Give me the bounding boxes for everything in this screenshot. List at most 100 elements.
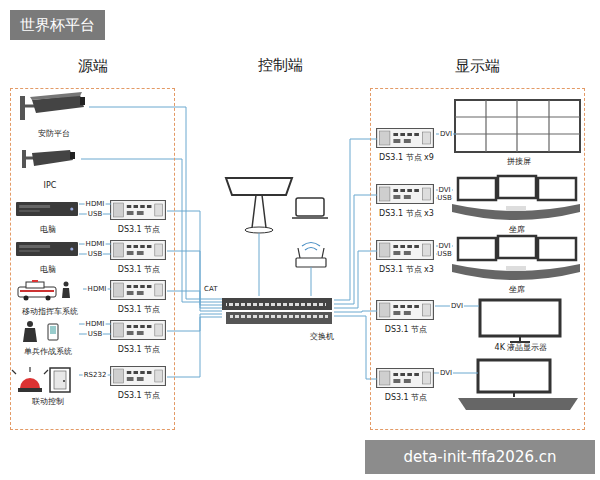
device-node: IPC	[19, 149, 81, 191]
ds-node-icon	[111, 241, 166, 260]
device-node: 单兵作战系统	[17, 321, 79, 357]
illustration-part	[54, 371, 66, 389]
ds-node-icon	[377, 185, 434, 204]
ipc-camera	[22, 150, 75, 168]
tablet-icon	[292, 198, 328, 218]
lcd-monitor	[480, 300, 560, 342]
port-label: HDMI	[85, 320, 106, 328]
illustration-part	[20, 290, 54, 292]
node-label: 4K 液晶显示器	[495, 343, 548, 353]
illustration-part	[452, 204, 580, 220]
port-label: HDMI	[85, 200, 106, 208]
device-node: DS3.1 节点	[111, 281, 167, 315]
node-label: DS3.1 节点 x9	[379, 153, 434, 163]
device-node: 4K 液晶显示器	[479, 299, 563, 353]
cable-connector	[167, 291, 222, 311]
node-label: DS3.1 节点 x3	[379, 265, 434, 275]
device-node: 电脑	[17, 241, 79, 275]
illustration-part	[230, 312, 328, 324]
node-label: DS3.1 节点	[118, 345, 161, 355]
node-label: 电脑	[40, 265, 56, 275]
illustration-part	[48, 324, 58, 340]
port-label: USB	[87, 210, 103, 218]
device-node: DS3.1 节点	[111, 367, 167, 401]
port-label: DVI	[450, 302, 464, 310]
illustration-part	[64, 282, 69, 287]
port-label: USB	[87, 330, 103, 338]
illustration-part	[22, 150, 26, 168]
node-label: 单兵作战系统	[24, 347, 72, 357]
control-wire	[259, 233, 311, 296]
node-label: 交换机	[310, 332, 334, 342]
device-node: 交换机	[222, 296, 334, 342]
router-icon	[296, 243, 326, 268]
port-label: DVI	[437, 186, 451, 194]
illustration-part	[30, 92, 82, 100]
port-label: DVI	[437, 242, 451, 250]
computer-icon	[16, 242, 78, 256]
illustration-part	[20, 96, 25, 120]
port-label: HDMI	[87, 285, 108, 293]
illustration-part	[302, 243, 320, 251]
device-node: 拼接屏	[456, 101, 581, 167]
illustration-part	[510, 336, 530, 342]
device-node: 移动指挥车系统	[17, 281, 83, 317]
ds-node-icon	[111, 321, 166, 340]
illustration-part	[50, 326, 56, 334]
illustration-part	[32, 150, 73, 166]
illustration-part	[226, 312, 332, 324]
node-label: DS3.1 节点	[118, 305, 161, 315]
illustration-part	[226, 298, 326, 310]
illustration-part	[23, 328, 37, 342]
node-label: DS3.1 节点	[118, 265, 161, 275]
cable-connector	[89, 107, 222, 299]
ds-node-icon	[377, 369, 434, 388]
port-label: USB	[436, 194, 452, 202]
port-label: DVI	[439, 369, 453, 377]
illustration-part	[63, 380, 65, 382]
linkage-control	[12, 367, 70, 392]
watermark: deta-init-fifa2026.cn	[404, 448, 557, 466]
region-heading: 源端	[78, 57, 108, 75]
node-label: DS3.1 节点	[385, 393, 428, 403]
illustration-part	[455, 100, 580, 152]
illustration-part	[20, 378, 40, 388]
node-label: 坐席	[509, 285, 525, 295]
video-wall	[455, 100, 580, 152]
ds-node-icon	[111, 367, 166, 386]
platform-title: 世界杯平台	[10, 10, 105, 40]
illustration-part	[245, 227, 273, 233]
illustration-part	[18, 388, 42, 392]
region-box: 显示端DS3.1 节点 x9拼接屏DS3.1 节点 x3坐席DS3.1 节点 x…	[370, 88, 585, 430]
section-heading: 控制端	[258, 56, 303, 74]
device-node: DS3.1 节点	[377, 369, 435, 403]
ds-node-icon	[111, 201, 166, 220]
node-label: 坐席	[509, 225, 525, 235]
illustration-part	[506, 206, 526, 211]
illustration-part	[538, 178, 576, 200]
illustration-part	[478, 360, 550, 392]
illustration-part	[455, 100, 580, 152]
computer-icon	[16, 202, 78, 216]
illustration-part	[458, 178, 496, 200]
device-node: 联动控制	[17, 367, 79, 407]
switch-icon	[222, 298, 332, 324]
port-label: USB	[87, 250, 103, 258]
illustration-part	[26, 282, 44, 288]
ds-node-icon	[377, 241, 434, 260]
device-node: DS3.1 节点 x3	[377, 241, 436, 275]
node-label: IPC	[44, 181, 57, 191]
illustration-part	[298, 248, 324, 258]
illustration-part	[252, 195, 266, 228]
illustration-part	[458, 398, 578, 410]
cable-connector	[167, 317, 222, 377]
device-node: 电脑	[17, 201, 79, 235]
security-camera	[20, 92, 85, 120]
illustration-part	[480, 300, 560, 336]
device-node: 安防平台	[19, 95, 89, 139]
port-label: USB	[436, 250, 452, 258]
ds-node-icon	[111, 281, 166, 300]
illustration-part	[70, 152, 75, 159]
device-node: 坐席	[453, 177, 581, 235]
